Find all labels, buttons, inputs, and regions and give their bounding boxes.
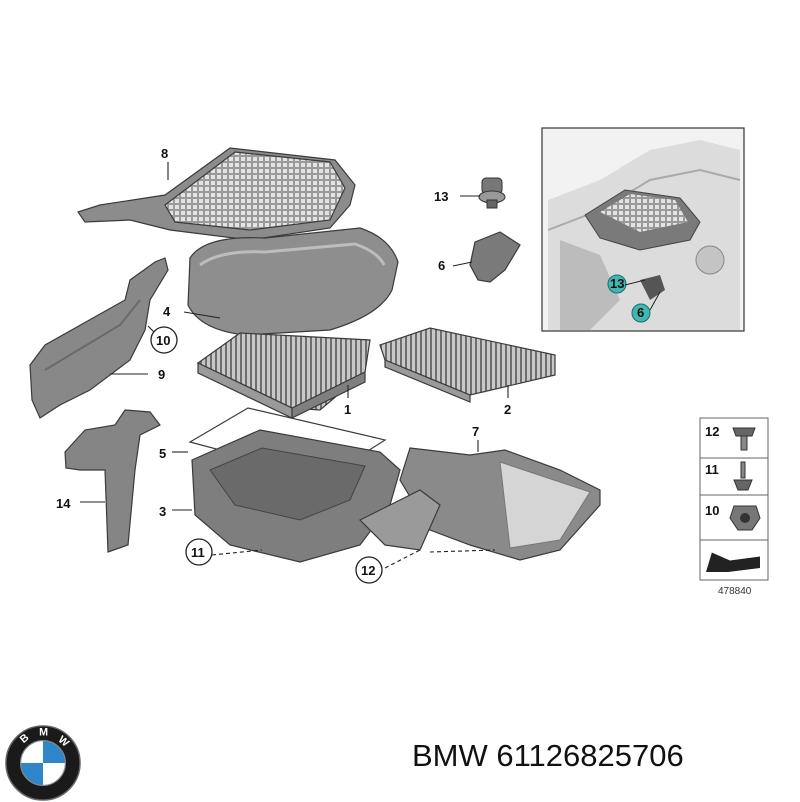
- callout-13: 13: [434, 189, 448, 204]
- callout-labels: 8 4 10 9 1 2 5 3 14 7 11 12 13 6: [56, 146, 511, 584]
- part-8-grille-cover: [77, 147, 356, 241]
- inset-callout-13-circle: [607, 274, 627, 294]
- inset-callout-6: 6: [637, 305, 644, 320]
- callout-12: 12: [361, 563, 375, 578]
- nut-icon: [729, 505, 761, 531]
- part-13-clip: [478, 177, 506, 209]
- part-2-filter: [379, 327, 556, 403]
- part-number-title: BMW 61126825706: [412, 738, 684, 773]
- callout-7: 7: [472, 424, 479, 439]
- callout-10-circle: [150, 326, 178, 354]
- screw-icon: [732, 427, 756, 451]
- callout-5: 5: [159, 446, 166, 461]
- legend-10: 10: [705, 503, 719, 518]
- callout-14: 14: [56, 496, 71, 511]
- part-9-side-duct: [29, 257, 169, 419]
- diagram-number: 478840: [718, 586, 752, 597]
- part-7-air-duct: [358, 447, 601, 561]
- callout-10: 10: [156, 333, 170, 348]
- callout-4: 4: [163, 304, 171, 319]
- part-14-column: [64, 409, 161, 553]
- callout-3: 3: [159, 504, 166, 519]
- logo-letter-m: M: [39, 727, 48, 739]
- fastener-legend: 12 11 10: [699, 417, 769, 581]
- arrow-icon: [706, 551, 761, 572]
- inset-callout-6-circle: [631, 303, 651, 323]
- inset-vehicle-view: 13 6: [541, 127, 745, 332]
- callout-9: 9: [158, 367, 165, 382]
- inset-callout-13: 13: [610, 276, 624, 291]
- callout-8: 8: [161, 146, 168, 161]
- callout-6: 6: [438, 258, 445, 273]
- legend-11: 11: [705, 462, 719, 477]
- part-3-lower-housing: [191, 429, 401, 563]
- callout-12-circle: [355, 556, 383, 584]
- pin-icon: [733, 461, 753, 491]
- callout-11: 11: [191, 545, 205, 560]
- bmw-logo: B M W: [5, 725, 81, 801]
- callout-1: 1: [344, 402, 351, 417]
- part-4-housing-lid: [187, 227, 399, 336]
- part-1-cabin-filter: [196, 332, 371, 419]
- legend-12: 12: [705, 424, 719, 439]
- callout-11-circle: [185, 538, 213, 566]
- callout-2: 2: [504, 402, 511, 417]
- part-6-bracket: [469, 231, 521, 283]
